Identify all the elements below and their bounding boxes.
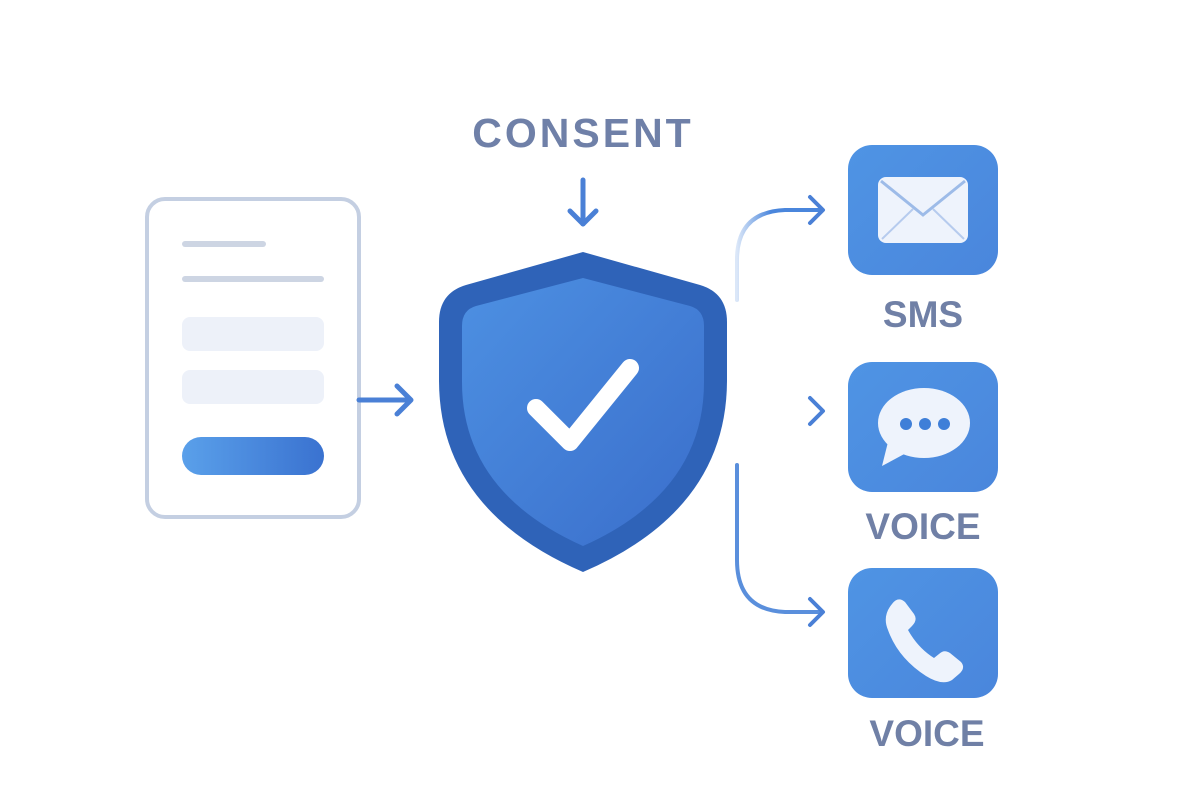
shield-check-icon (439, 252, 727, 572)
channel-label-voice-chat: VOICE (865, 506, 981, 547)
voice-phone-channel-tile (848, 568, 998, 698)
form-document (145, 197, 361, 519)
consent-title: CONSENT (472, 110, 694, 156)
sms-channel-tile (848, 145, 998, 275)
channel-label-voice-phone: VOICE (869, 713, 985, 754)
envelope-icon (878, 177, 968, 243)
voice-chat-channel-tile (848, 362, 998, 492)
phone-icon (885, 599, 964, 683)
consent-arrow (567, 177, 599, 227)
chat-bubble-icon (878, 388, 970, 466)
form-to-shield-arrow (356, 383, 414, 417)
branch-arrows (735, 195, 825, 627)
channel-label-sms: SMS (882, 294, 964, 335)
